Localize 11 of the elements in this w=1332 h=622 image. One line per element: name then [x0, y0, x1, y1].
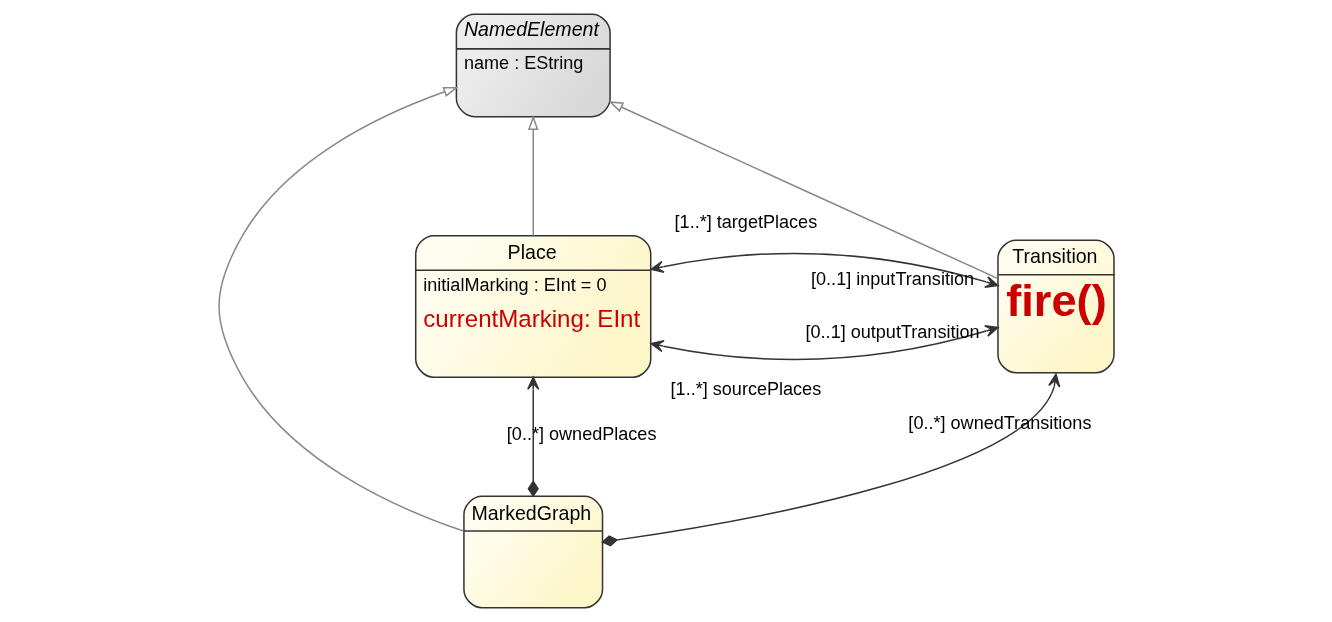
label: [0..1] outputTransition	[805, 321, 980, 342]
label: [0..1] inputTransition	[810, 268, 974, 289]
edge-label: [1..*] sourcePlaces	[670, 378, 821, 399]
arrow	[607, 101, 998, 280]
arrow	[527, 114, 538, 237]
arrow	[649, 325, 999, 361]
arrow	[600, 373, 1060, 547]
arrow	[526, 376, 539, 498]
edge-label: [1..*] targetPlaces	[674, 211, 817, 232]
arrow	[649, 252, 999, 288]
arrow	[217, 86, 464, 532]
